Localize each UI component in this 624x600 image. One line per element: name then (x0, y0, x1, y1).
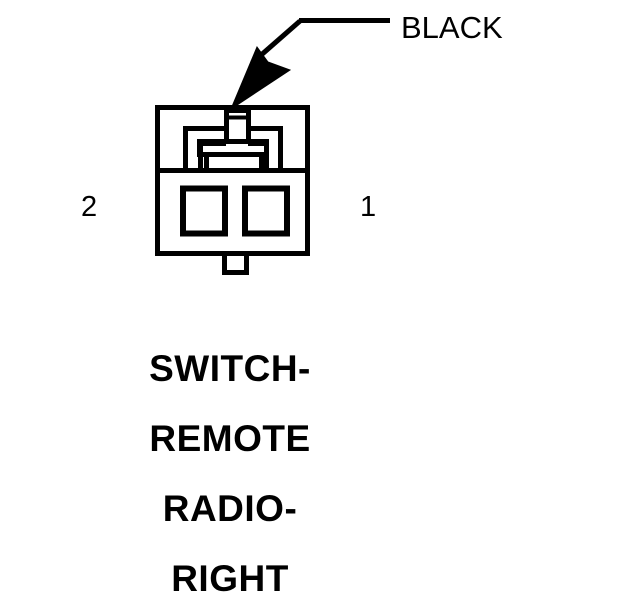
caption-line-2: REMOTE (149, 418, 311, 459)
pin-number-2: 2 (81, 191, 98, 223)
connector-latch-assembly (183, 108, 283, 170)
latch-step-right-outer (250, 126, 283, 170)
component-caption: SWITCH- REMOTE RADIO- RIGHT (0, 334, 460, 600)
leader-line-group (229, 18, 390, 111)
terminal-cavity-pin-1 (242, 185, 290, 237)
connector-bottom-tab (222, 256, 249, 275)
caption-line-4: RIGHT (171, 558, 289, 599)
caption-line-3: RADIO- (162, 488, 298, 529)
terminal-cavity-pin-2 (180, 185, 228, 237)
caption-line-1: SWITCH- (149, 348, 311, 389)
latch-post (224, 108, 251, 142)
leader-arrow-icon (229, 45, 292, 111)
pin-number-1: 1 (360, 191, 377, 223)
latch-block (204, 152, 264, 170)
connector-body-group (155, 105, 310, 275)
wire-color-label: BLACK (401, 10, 503, 45)
connector-outer-shell (155, 105, 310, 256)
latch-step-left-outer (183, 126, 224, 170)
